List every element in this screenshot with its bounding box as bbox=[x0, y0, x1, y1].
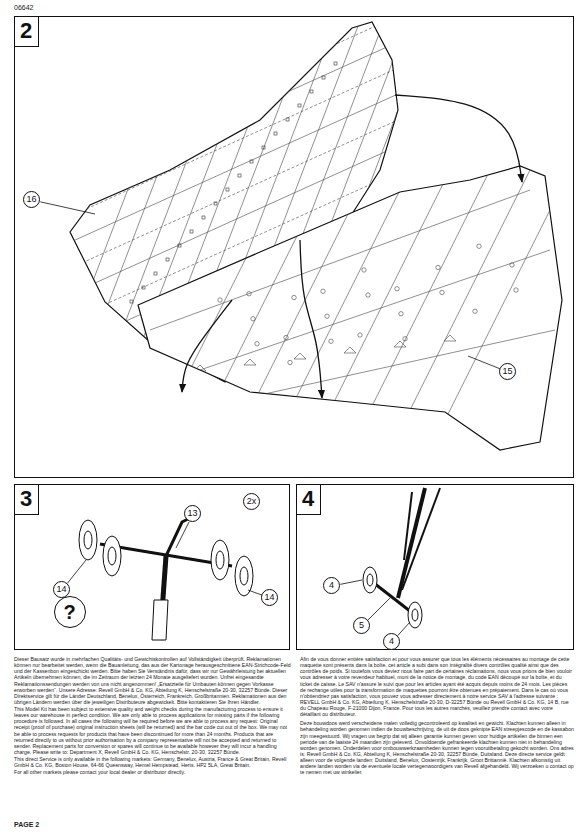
leader-line bbox=[248, 590, 262, 595]
leader-line bbox=[340, 580, 362, 584]
leader-line bbox=[40, 202, 95, 214]
callout-number: 5 bbox=[353, 617, 370, 634]
hole bbox=[214, 202, 217, 205]
callout-number: 4 bbox=[323, 577, 340, 594]
assembly-arrow bbox=[182, 300, 232, 392]
hole bbox=[154, 272, 157, 275]
leader-line bbox=[398, 622, 410, 636]
hole bbox=[322, 76, 325, 79]
callout-text: 5 bbox=[359, 621, 364, 630]
page-label: 06642 bbox=[14, 4, 33, 11]
callout-text: 16 bbox=[26, 195, 36, 204]
hole bbox=[274, 132, 277, 135]
hole bbox=[190, 230, 193, 233]
callout-number: 16 bbox=[23, 191, 40, 208]
hole bbox=[238, 174, 241, 177]
panel-lines bbox=[140, 150, 580, 470]
hole bbox=[286, 118, 289, 121]
callout-text: 15 bbox=[502, 367, 512, 376]
step-panel: 4 4 5 4 bbox=[296, 484, 574, 650]
nose-gear bbox=[363, 488, 440, 628]
leader-line bbox=[176, 522, 189, 548]
notice-text: For all other markets please contact you… bbox=[14, 769, 292, 775]
step-number: 3 bbox=[15, 485, 39, 515]
callout-number: 13 bbox=[184, 505, 201, 522]
hole bbox=[142, 286, 145, 289]
callout-number: 14 bbox=[261, 589, 278, 606]
callout-number: ? bbox=[54, 596, 86, 628]
hole bbox=[202, 216, 205, 219]
hole bbox=[166, 258, 169, 261]
leader-line bbox=[468, 356, 500, 369]
hole bbox=[298, 104, 301, 107]
assembly-arrow bbox=[300, 240, 322, 398]
hole bbox=[226, 188, 229, 191]
hole bbox=[334, 62, 337, 65]
hole bbox=[178, 244, 181, 247]
callout-text: 14 bbox=[56, 585, 66, 594]
leader-line bbox=[67, 560, 86, 583]
callout-text: 4 bbox=[329, 581, 334, 590]
assembly-arrow bbox=[395, 95, 522, 182]
step-panel: 3 13 14 14 2x? bbox=[14, 484, 290, 650]
hole bbox=[250, 160, 253, 163]
callout-text: ? bbox=[63, 602, 75, 622]
callout-text: 13 bbox=[187, 509, 197, 518]
callout-number: 15 bbox=[499, 363, 516, 380]
page-label: PAGE 2 bbox=[14, 821, 39, 828]
step-number: 2 bbox=[15, 17, 39, 47]
wing-lower-part bbox=[138, 166, 562, 450]
callout-number: 2x bbox=[243, 493, 260, 510]
callout-number: 4 bbox=[383, 633, 400, 650]
hole bbox=[262, 146, 265, 149]
notice-text: This Model Kit has been subject to exten… bbox=[14, 706, 292, 755]
callout-text: 2x bbox=[247, 497, 257, 506]
notice-text: This direct Service is only available in… bbox=[14, 756, 292, 768]
callout-text: 14 bbox=[264, 593, 274, 602]
main-gear bbox=[79, 518, 253, 640]
hole bbox=[310, 90, 313, 93]
step-number: 4 bbox=[297, 485, 321, 515]
notice-text: Dieser Bausatz wurde in mehrfachen Quali… bbox=[14, 656, 292, 705]
step-panel: 2 16 15 bbox=[14, 16, 574, 478]
callout-text: 4 bbox=[389, 637, 394, 646]
leader-line bbox=[368, 598, 390, 620]
notice-text: Deze bouwdoos werd verscheidene malen vo… bbox=[300, 720, 574, 775]
notice-text: Afin de vous donner entière satisfaction… bbox=[300, 656, 574, 717]
hole bbox=[130, 300, 133, 303]
